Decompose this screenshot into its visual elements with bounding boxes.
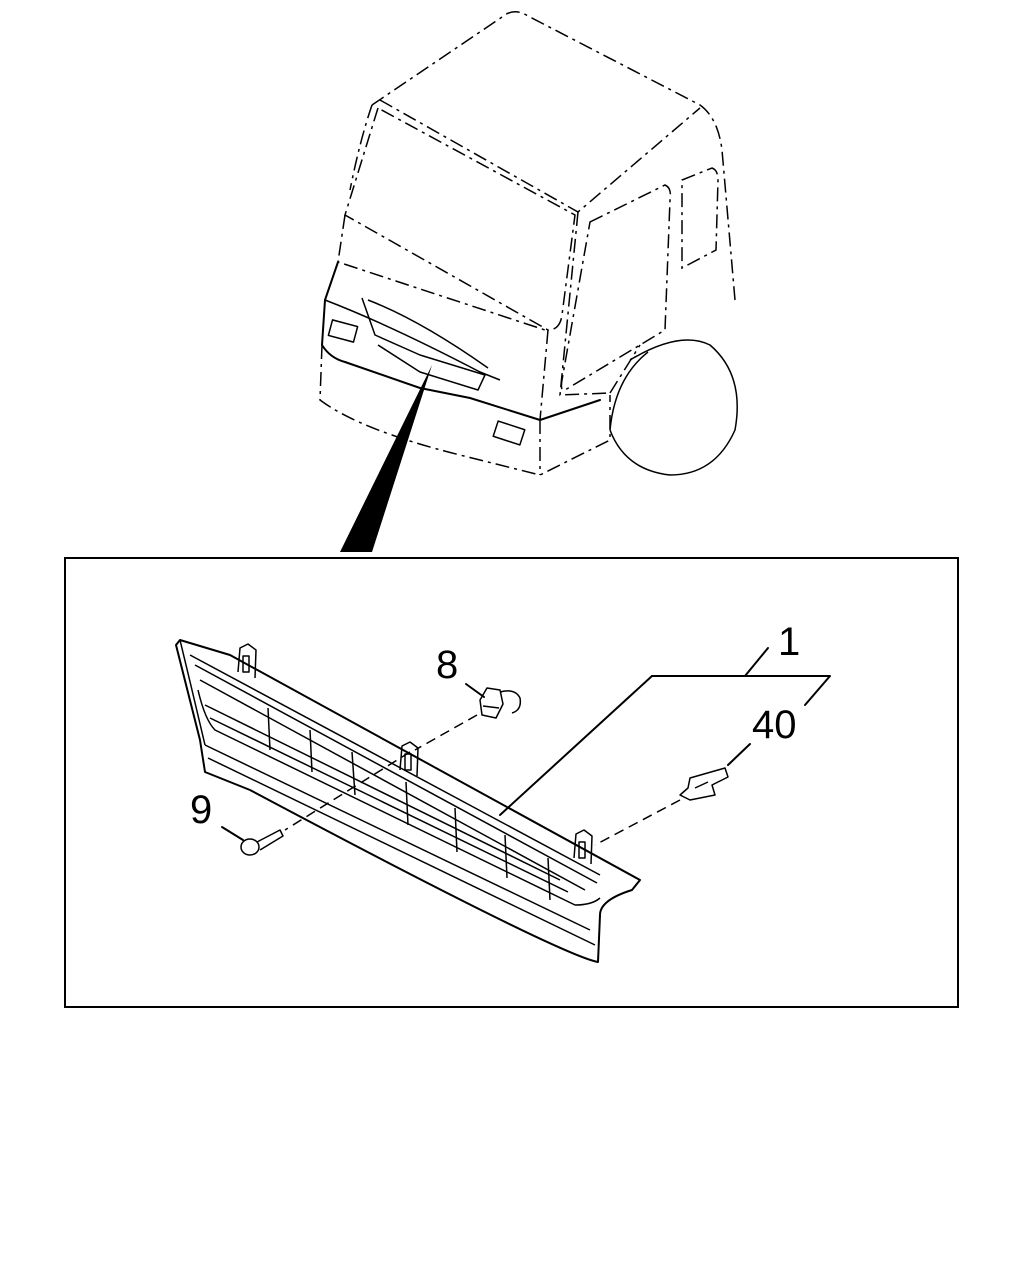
screw-part: [240, 829, 284, 856]
callout-screw: 9: [190, 788, 212, 832]
callout-clip: 8: [436, 643, 458, 687]
front-grille-part: [175, 639, 641, 963]
clip-part: [479, 687, 522, 719]
callout-emblem: 40: [752, 703, 797, 747]
truck-cab-illustration: [319, 11, 738, 552]
leader-lines: [221, 647, 831, 846]
emblem-part: [679, 767, 729, 801]
detail-frame: [64, 557, 959, 1008]
callout-grille: 1: [778, 620, 800, 664]
